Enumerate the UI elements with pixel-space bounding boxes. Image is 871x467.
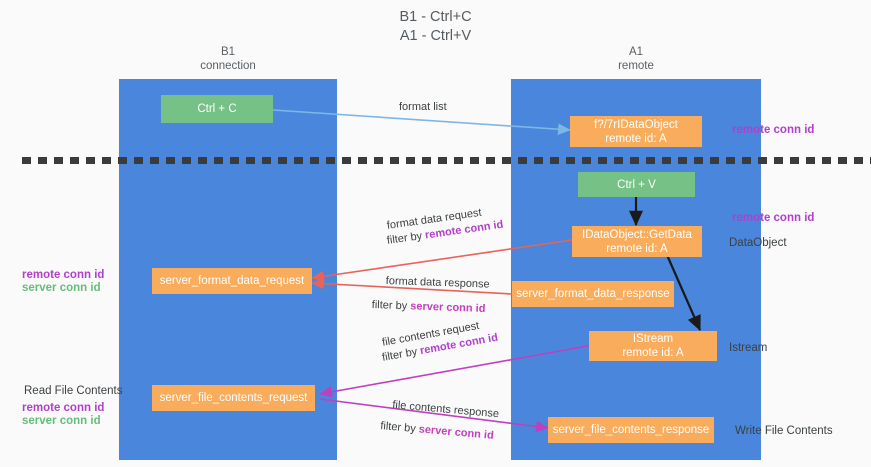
filter-prefix: filter by <box>371 298 411 313</box>
edge-label-file-contents-response-text: file contents response <box>391 398 500 421</box>
annotation-left-mid-remote-conn-id: remote conn id <box>22 269 105 281</box>
annotation-right-top-remote-conn-id: remote conn id <box>732 124 815 136</box>
annotation-left-read-file-contents: Read File Contents <box>24 385 123 397</box>
node-server-file-contents-response[interactable]: server_file_contents_response <box>548 417 714 443</box>
filter-key-server-conn-id: server conn id <box>418 423 495 442</box>
node-idataobject[interactable]: f?/7rIDataObject remote id: A <box>570 116 702 147</box>
edge-label-file-contents-response-filter: filter by server conn id <box>380 419 495 443</box>
annotation-left-bottom-server-conn-id: server conn id <box>22 415 101 427</box>
edge-label-format-data-response-text: format data response <box>385 274 490 291</box>
node-ctrl-v[interactable]: Ctrl + V <box>578 172 695 197</box>
column-header-a1: A1 remote <box>618 46 654 72</box>
node-idataobject-getdata[interactable]: IDataObject::GetData remote id: A <box>572 226 702 257</box>
annotation-right-dataobject: DataObject <box>729 237 787 249</box>
node-istream[interactable]: IStream remote id: A <box>589 331 717 361</box>
node-server-file-contents-request[interactable]: server_file_contents_request <box>152 385 315 411</box>
page-title: B1 - Ctrl+C A1 - Ctrl+V <box>399 9 472 44</box>
annotation-left-mid-server-conn-id: server conn id <box>22 282 101 294</box>
annotation-right-write-file-contents: Write File Contents <box>735 425 833 437</box>
annotation-right-istream: Istream <box>729 342 768 354</box>
edge-label-format-list: format list <box>399 101 447 113</box>
node-server-format-data-response[interactable]: server_format_data_response <box>512 281 674 307</box>
node-server-format-data-request[interactable]: server_format_data_request <box>152 268 312 294</box>
annotation-right-mid-remote-conn-id: remote conn id <box>732 212 815 224</box>
phase-divider-dashed-line <box>22 157 871 164</box>
filter-prefix: filter by <box>386 229 426 247</box>
annotation-left-bottom-remote-conn-id: remote conn id <box>22 402 105 414</box>
edge-label-file-contents-response: file contents response <box>392 398 500 421</box>
edge-label-format-data-response-filter: filter by server conn id <box>372 298 486 316</box>
edge-label-format-data-response: format data response <box>386 274 490 292</box>
filter-prefix: filter by <box>379 419 420 436</box>
filter-key-server-conn-id: server conn id <box>410 300 486 315</box>
column-header-b1: B1 connection <box>200 46 256 72</box>
node-ctrl-c[interactable]: Ctrl + C <box>161 95 273 123</box>
